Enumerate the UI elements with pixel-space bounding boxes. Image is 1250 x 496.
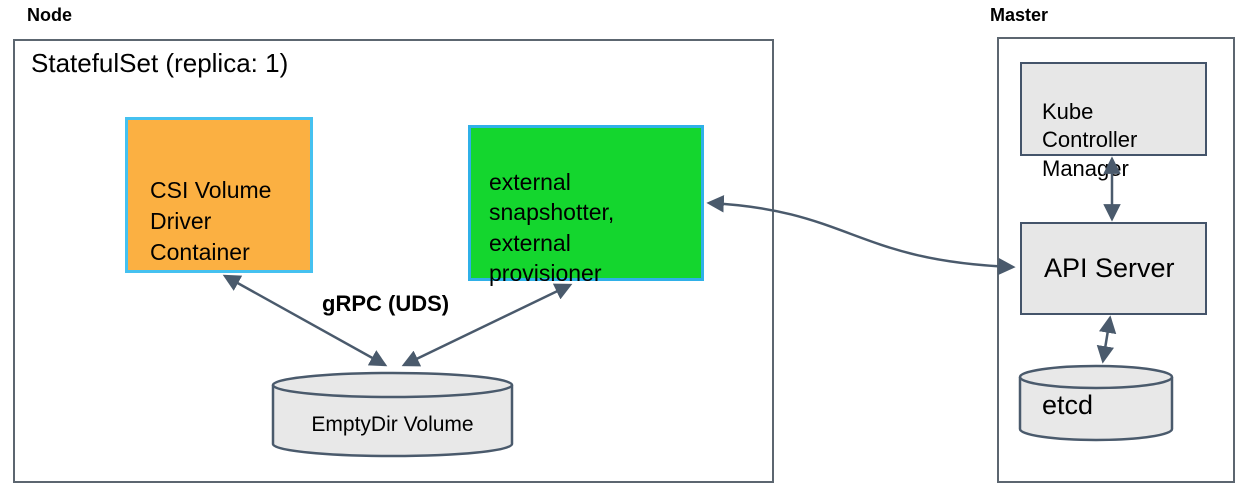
csi-volume-driver-container-label: CSI Volume Driver Container [150, 177, 272, 266]
etcd-cylinder-shape [1018, 364, 1174, 442]
kube-controller-manager-label: Kube Controller Manager [1042, 98, 1138, 181]
emptydir-volume-cylinder: EmptyDir Volume [271, 371, 514, 459]
node-group-label: Node [27, 5, 72, 25]
csi-volume-driver-container-box: CSI Volume Driver Container [125, 117, 313, 273]
external-snapshotter-provisioner-label: external snapshotter, external provision… [489, 168, 615, 287]
external-snapshotter-provisioner-box: external snapshotter, external provision… [468, 125, 704, 286]
emptydir-cylinder-shape [271, 371, 514, 458]
emptydir-volume-label: EmptyDir Volume [311, 413, 474, 436]
kube-controller-manager-box: Kube Controller Manager [1020, 62, 1207, 181]
etcd-cylinder: etcd [1018, 364, 1174, 443]
api-server-box: API Server [1020, 222, 1207, 315]
etcd-label: etcd [1042, 390, 1094, 420]
grpc-uds-label: gRPC (UDS) [322, 291, 450, 316]
master-group-label: Master [990, 5, 1049, 25]
statefulset-label: StatefulSet (replica: 1) [31, 48, 289, 78]
api-server-label: API Server [1044, 253, 1175, 283]
